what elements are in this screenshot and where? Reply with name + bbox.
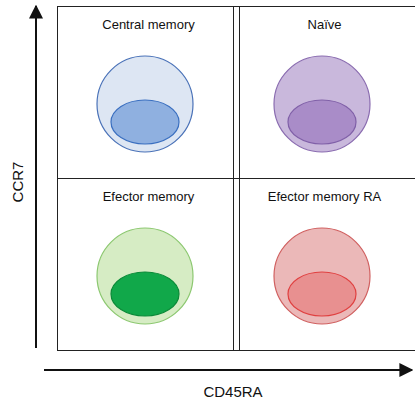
y-axis-arrow — [35, 6, 37, 348]
cell-illustration — [274, 56, 370, 152]
axis-label: CCR7 — [9, 162, 27, 203]
subset-cell: Central memory — [57, 6, 240, 179]
subset-cell: Efector memory — [57, 178, 240, 351]
cell-label: Efector memory RA — [234, 189, 415, 205]
cell-illustration — [97, 56, 193, 152]
subset-cell: Efector memory RA — [233, 178, 415, 351]
cell-illustration — [97, 228, 193, 324]
cell-label: Naïve — [234, 17, 415, 33]
x-axis-arrow — [44, 369, 412, 371]
cell-label: Efector memory — [58, 189, 239, 205]
cell-illustration — [274, 228, 370, 324]
cell-label: Central memory — [58, 17, 239, 33]
axis-label: CD45RA — [203, 383, 262, 401]
subset-cell: Naïve — [233, 6, 415, 179]
